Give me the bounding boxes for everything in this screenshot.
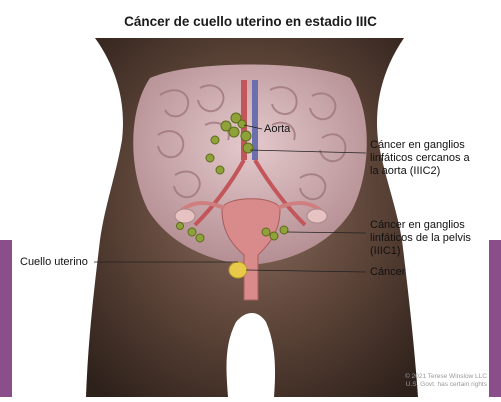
cervical-tumor bbox=[229, 262, 247, 278]
right-background-band bbox=[489, 240, 501, 397]
label-aorta: Aorta bbox=[264, 123, 290, 136]
copyright-credit: © 2021 Terese Winslow LLC U.S. Govt. has… bbox=[405, 373, 487, 389]
ovary-left bbox=[175, 209, 195, 223]
ovary-right bbox=[307, 209, 327, 223]
figure-title: Cáncer de cuello uterino en estadio IIIC bbox=[0, 14, 501, 29]
label-ganglios-pelvis: Cáncer en ganglios linfáticos de la pelv… bbox=[370, 219, 471, 258]
label-cancer: Cáncer bbox=[370, 266, 405, 279]
label-cuello-uterino: Cuello uterino bbox=[20, 256, 88, 269]
left-background-band bbox=[0, 240, 12, 397]
label-ganglios-aorta: Cáncer en ganglios linfáticos cercanos a… bbox=[370, 139, 470, 178]
